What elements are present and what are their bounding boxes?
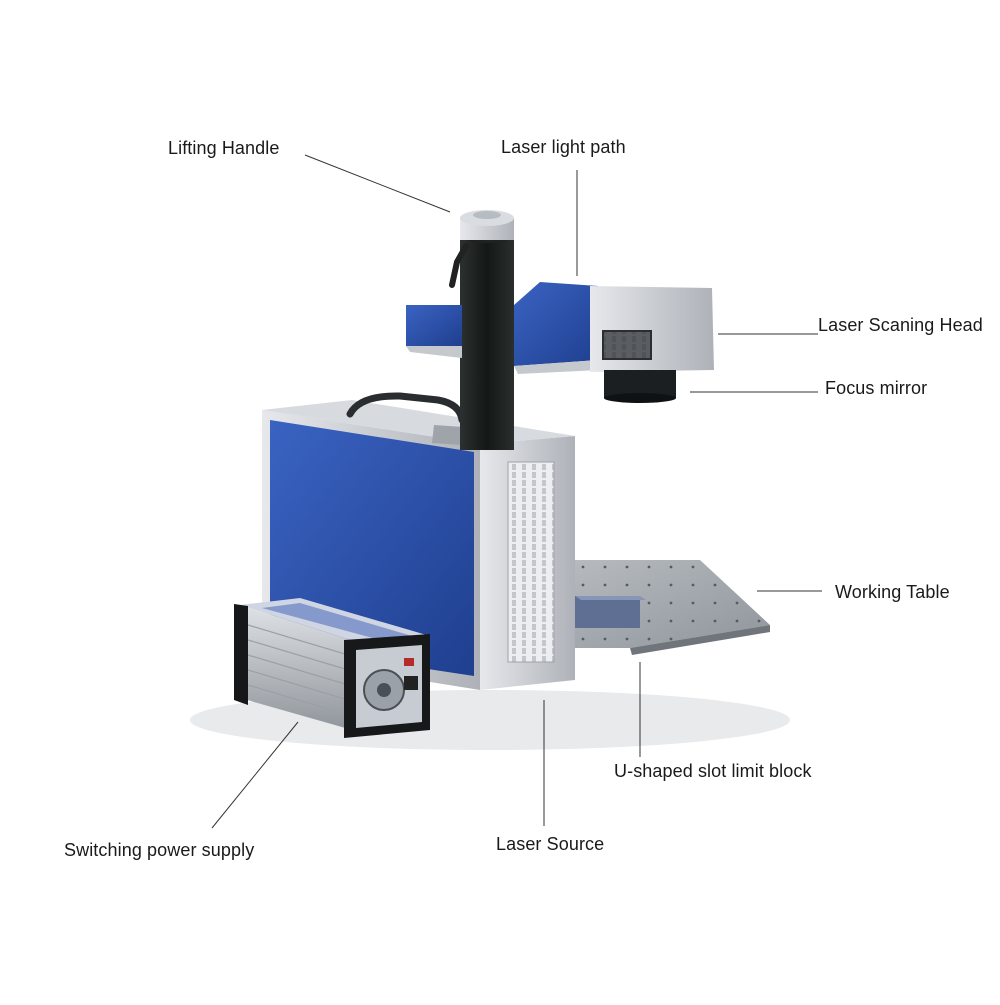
label-focus-mirror: Focus mirror [825, 378, 928, 398]
leader-line-switching-power-supply [211, 721, 299, 829]
laser-arm [406, 282, 600, 374]
leader-line-lifting-handle [304, 154, 451, 213]
label-laser-scanning-head: Laser Scaning Head [818, 315, 983, 335]
label-working-table: Working Table [835, 582, 950, 602]
lifting-handle-lever [449, 243, 469, 288]
focus-mirror-lens [604, 370, 676, 403]
u-shaped-slot-limit-block [575, 596, 646, 628]
label-laser-source: Laser Source [496, 834, 605, 854]
label-lifting-handle: Lifting Handle [168, 138, 280, 158]
lifting-column [449, 210, 514, 450]
label-u-shaped-slot-limit-block: U-shaped slot limit block [614, 761, 812, 781]
label-switching-power-supply: Switching power supply [64, 840, 255, 860]
leader-lines [211, 154, 822, 829]
label-laser-light-path: Laser light path [501, 137, 626, 157]
laser-scanning-head [590, 286, 714, 372]
laser-source-cabinet [262, 392, 575, 690]
switching-power-supply [234, 598, 430, 738]
